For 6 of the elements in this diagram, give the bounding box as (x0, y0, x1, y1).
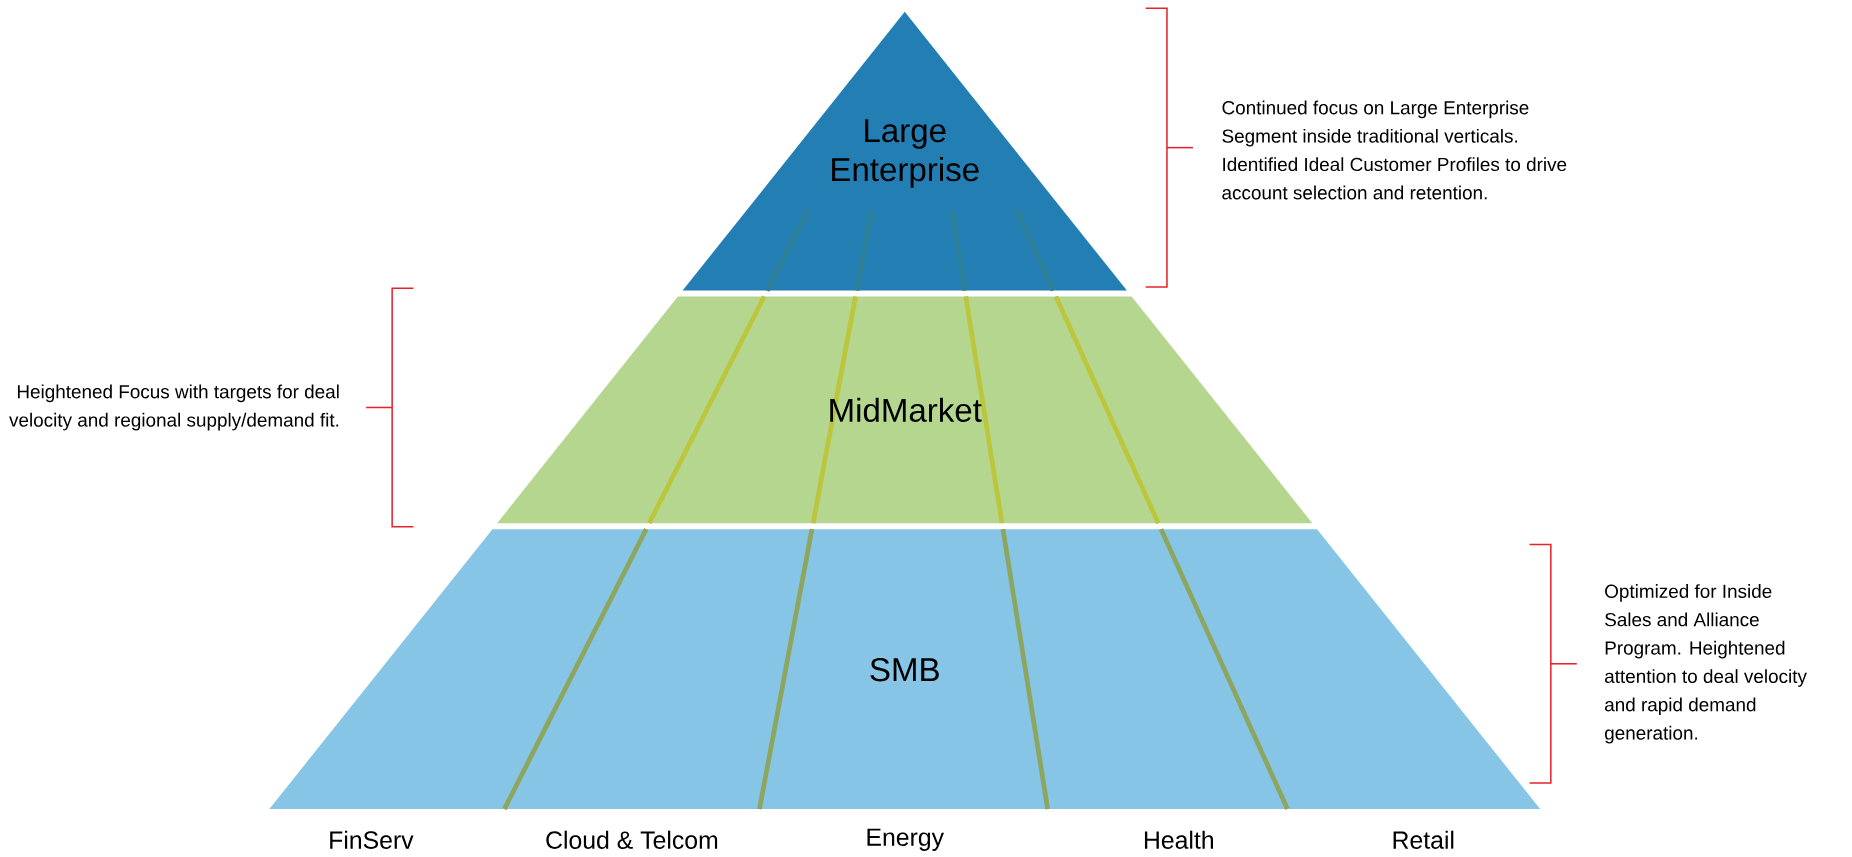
annotation-text: Continued focus on Large Enterprise Segment inside traditional verticals. Identified Ideal Customer Profiles to drive account selection and retention. (1222, 100, 1567, 200)
annotation-text: Optimized for Inside Sales and Alliance Program. Heightened attention to deal velocity and rapid demand generation. (1605, 583, 1807, 744)
pyramid-tier: MidMarket (497, 295, 1313, 525)
pyramid-tier: SMB (269, 527, 1541, 810)
annotation-text: Heightened Focus with targets for deal velocity and regional supply/demand fit. (9, 384, 339, 431)
pyramid-tier: Large Enterprise (682, 11, 1127, 292)
